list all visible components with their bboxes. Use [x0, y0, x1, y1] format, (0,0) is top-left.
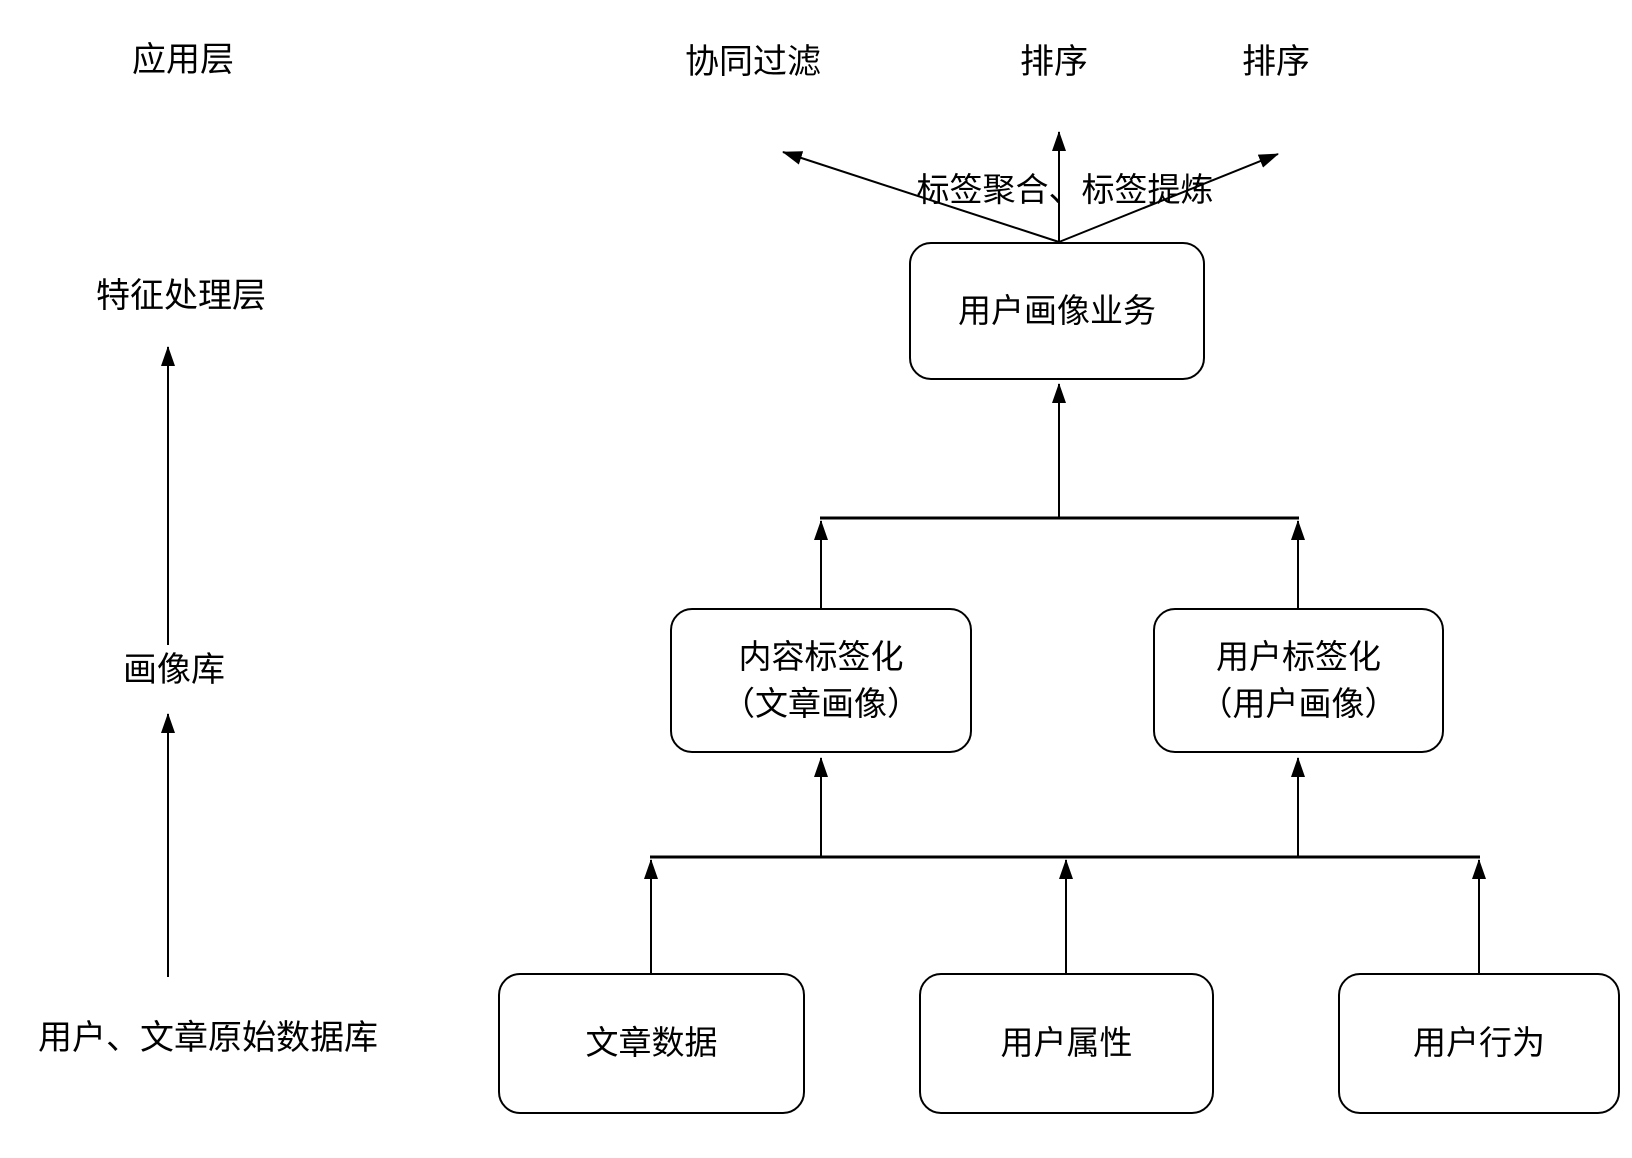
node-user-attributes: 用户属性	[919, 973, 1214, 1114]
node-user-tagging-line2: （用户画像）	[1199, 684, 1398, 722]
fan-annotation-label: 标签聚合、标签提炼	[916, 171, 1214, 208]
node-article-data-label: 文章数据	[585, 1024, 718, 1062]
node-user-attributes-label: 用户属性	[1000, 1024, 1133, 1062]
node-user-profile-service: 用户画像业务	[909, 242, 1205, 380]
node-user-behavior: 用户行为	[1338, 973, 1620, 1114]
layer-label-portrait-library: 画像库	[123, 651, 225, 689]
node-user-tagging-line1: 用户标签化	[1216, 637, 1381, 675]
node-user-tagging: 用户标签化 （用户画像）	[1153, 608, 1444, 753]
output-label-collaborative-filtering: 协同过滤	[685, 43, 821, 81]
node-article-data: 文章数据	[498, 973, 805, 1114]
node-content-tagging-line1: 内容标签化	[738, 637, 904, 675]
layer-label-application: 应用层	[132, 41, 234, 79]
output-label-ranking-2: 排序	[1242, 43, 1310, 81]
node-content-tagging-line2: （文章画像）	[722, 684, 920, 722]
layer-label-feature-processing: 特征处理层	[96, 277, 266, 315]
node-user-profile-service-label: 用户画像业务	[958, 291, 1156, 329]
arrow-to-ranking-2	[1058, 153, 1279, 243]
node-user-behavior-label: 用户行为	[1413, 1024, 1545, 1062]
arrow-to-collaborative-filtering	[782, 151, 1060, 243]
layer-label-raw-database: 用户、文章原始数据库	[38, 1019, 378, 1057]
output-label-ranking-1: 排序	[1020, 43, 1088, 81]
node-content-tagging: 内容标签化 （文章画像）	[670, 608, 972, 753]
